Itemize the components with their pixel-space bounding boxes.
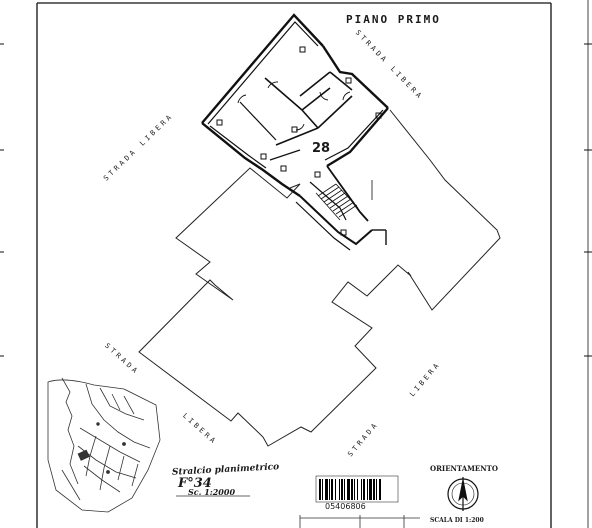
bottom-edge-marks (299, 515, 420, 528)
barcode (319, 479, 381, 500)
barcode-number: 05406806 (325, 502, 366, 511)
site-plan-scale: Sc. 1:2000 (188, 487, 236, 497)
north-arrow-icon (447, 477, 479, 511)
plan-scale: SCALA DI 1:200 (430, 517, 484, 524)
floor-title: PIANO PRIMO (346, 13, 441, 26)
orientation-label: ORIENTAMENTO (430, 464, 498, 473)
sheet-reference: F°34 (178, 476, 212, 491)
barcode-frame (315, 475, 399, 503)
unit-number: 28 (312, 141, 331, 156)
site-plan-inset (47, 377, 161, 513)
building-footprint (138, 109, 501, 447)
apartment-plan (201, 13, 389, 251)
